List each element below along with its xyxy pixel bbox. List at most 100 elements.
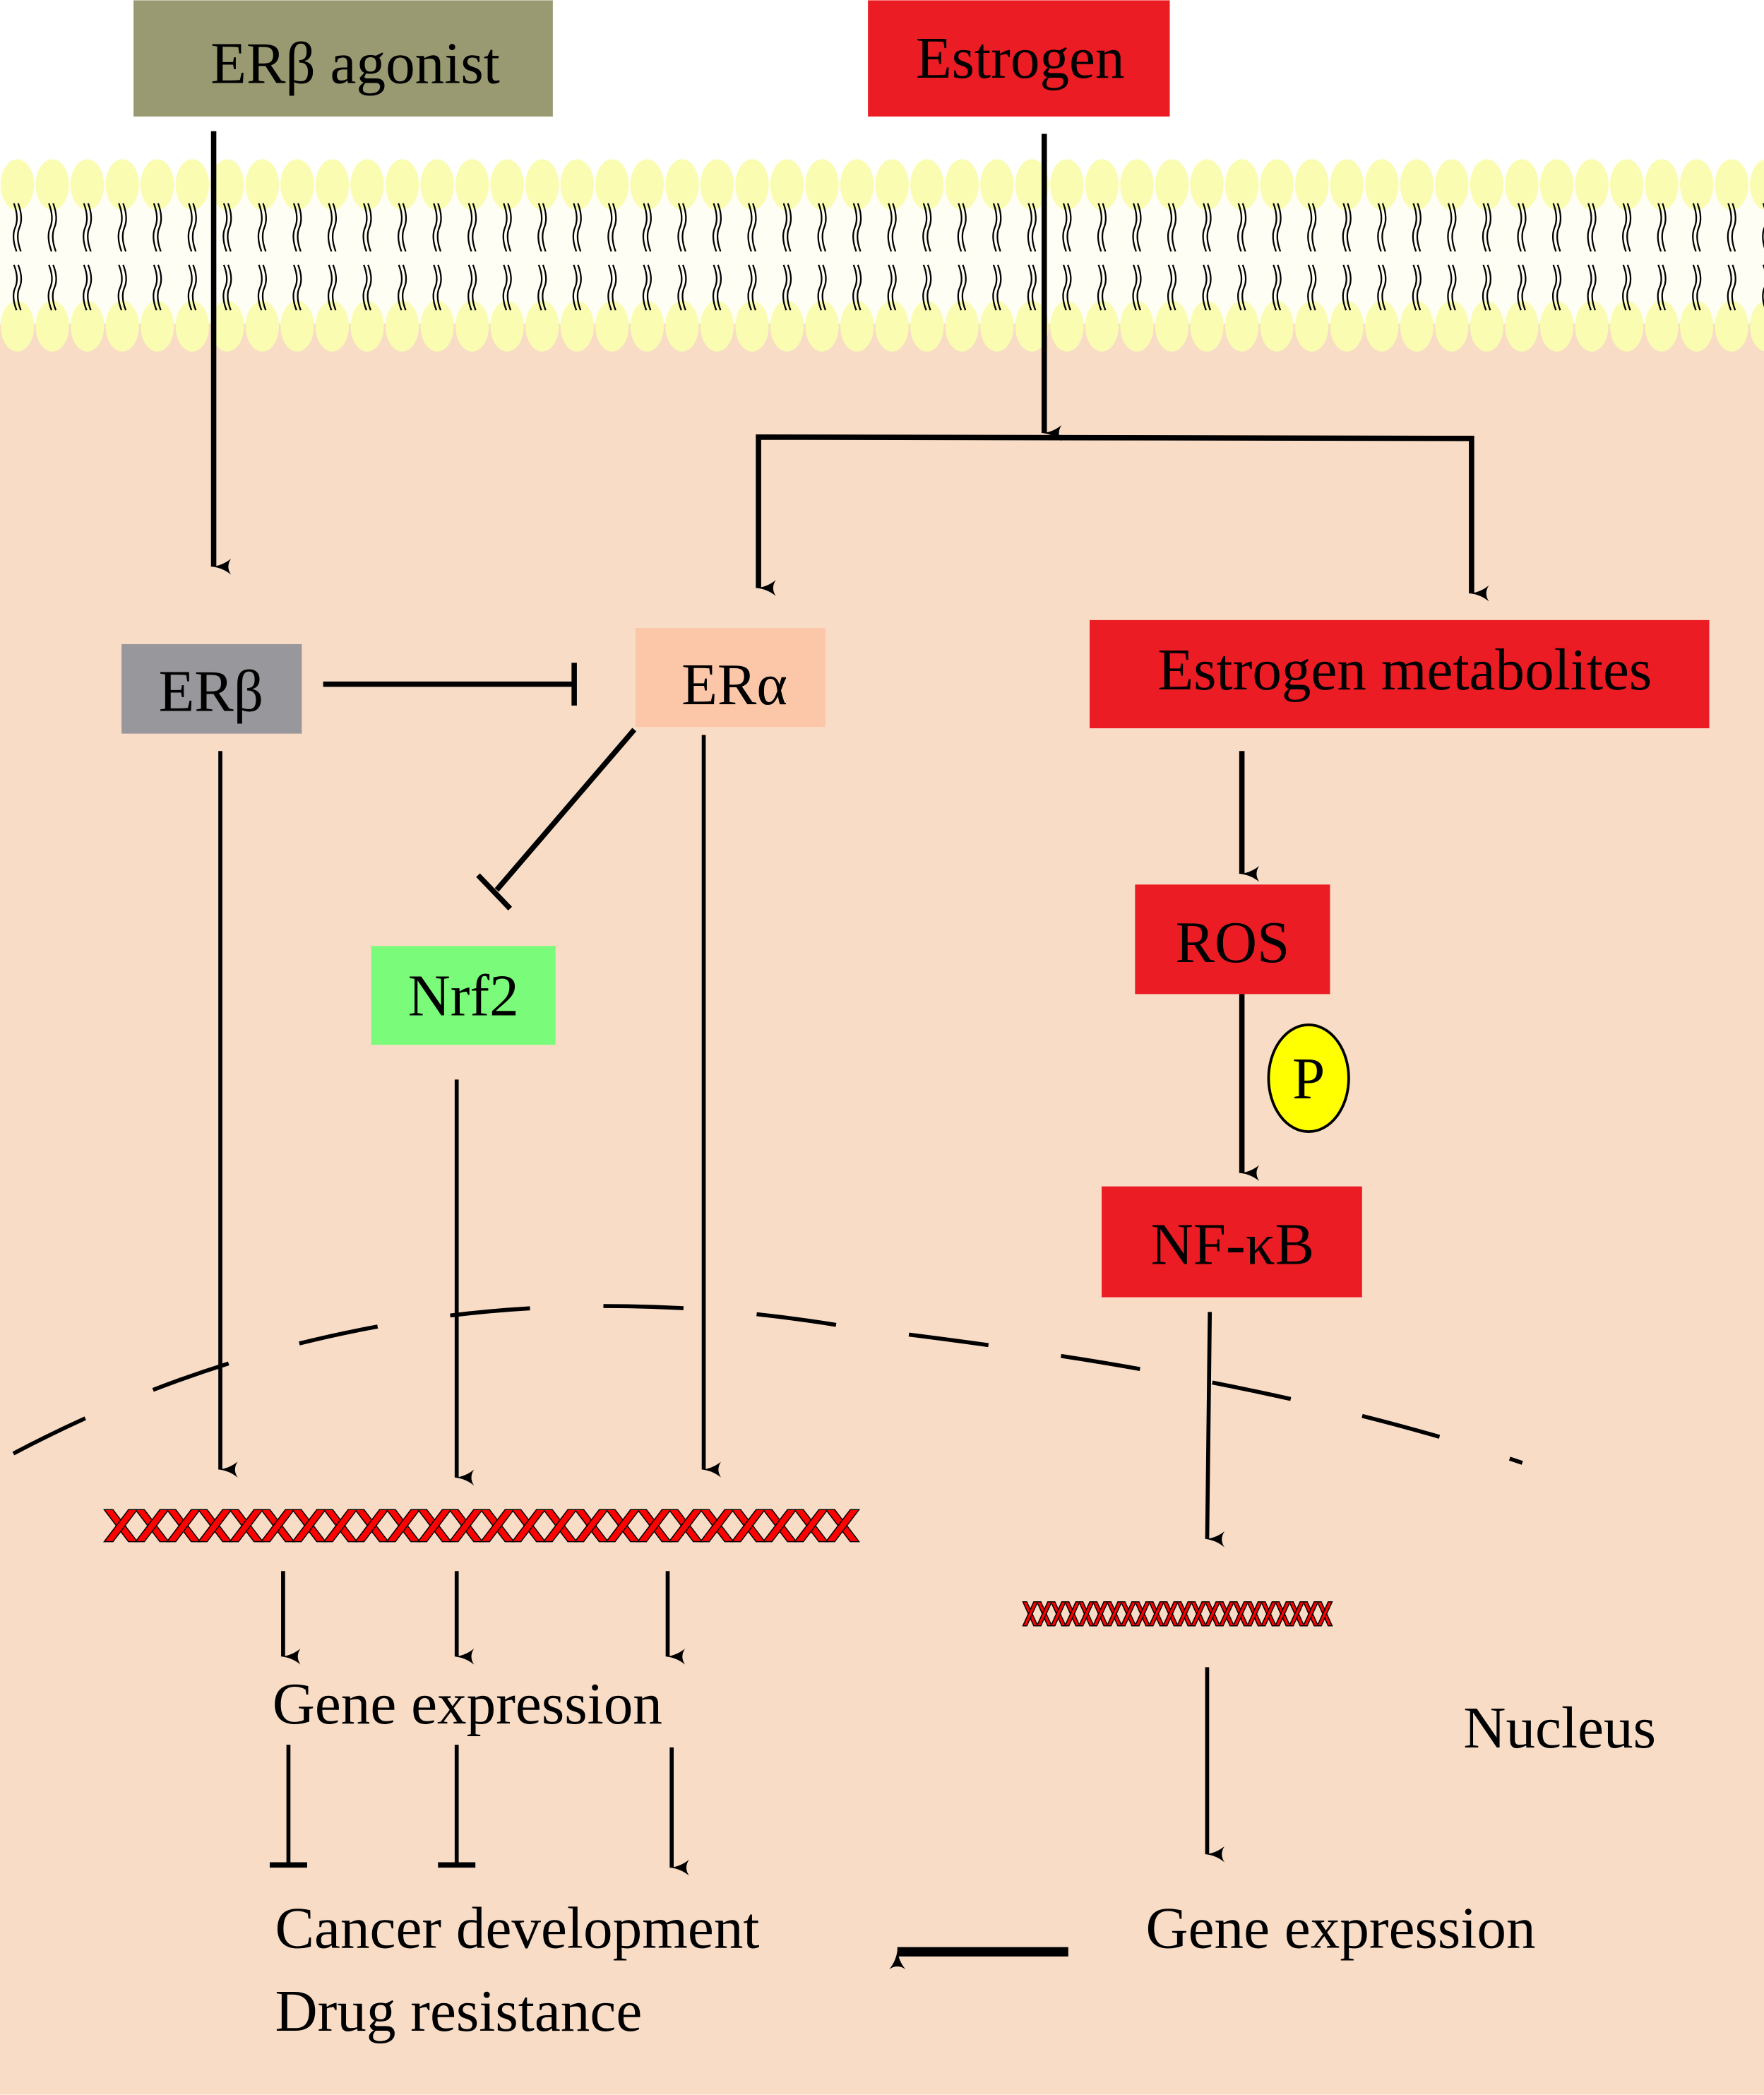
nfkb-label: NF-κB xyxy=(1151,1211,1314,1276)
phospholipid-tail xyxy=(1482,264,1487,311)
phospholipid-tail xyxy=(961,203,967,252)
arrow-estrogen-branch xyxy=(756,434,1489,602)
phospholipid-tail xyxy=(227,203,232,252)
phospholipid-tail xyxy=(402,264,407,311)
phospholipid-tail xyxy=(1311,203,1317,252)
phospholipid-tail xyxy=(121,203,127,252)
phospholipid-tail xyxy=(1486,264,1491,311)
phospholipid-tail xyxy=(1451,203,1457,252)
phospholipid-tail xyxy=(257,264,263,311)
phospholipid-tail xyxy=(1521,203,1527,252)
phospholipid-tail xyxy=(607,203,613,252)
phospholipid-tail xyxy=(1377,203,1383,252)
ros-node[interactable]: ROS xyxy=(1135,884,1330,995)
phosphate-circle-icon: P xyxy=(1267,1023,1350,1134)
nrf2-node[interactable]: Nrf2 xyxy=(371,946,556,1045)
phospholipid-tail xyxy=(472,264,477,311)
inhibition-bar-nrf2 xyxy=(476,873,513,910)
phospholipid-head xyxy=(1645,300,1679,352)
phospholipid-tail xyxy=(642,203,648,252)
ros-label: ROS xyxy=(1175,910,1289,975)
phospholipid-head xyxy=(1295,159,1329,210)
phospholipid-head xyxy=(770,159,804,210)
estrogen-metabolites-node[interactable]: Estrogen metabolites xyxy=(1090,619,1710,729)
phospholipid-tail xyxy=(52,264,57,311)
phospholipid-tail xyxy=(1272,264,1277,311)
phospholipid-tail xyxy=(157,264,162,311)
phospholipid-tail xyxy=(646,264,652,311)
erb-node[interactable]: ERβ xyxy=(121,643,302,734)
phospholipid-head xyxy=(315,159,350,210)
dna-helix-icon xyxy=(1022,1601,1333,1627)
phospholipid-tail xyxy=(1661,203,1667,252)
nfkb-node[interactable]: NF-κB xyxy=(1102,1186,1362,1298)
phospholipid-tail xyxy=(646,203,652,252)
phospholipid-head xyxy=(1400,300,1434,352)
phospholipid-tail xyxy=(1626,203,1632,252)
phospholipid-tail xyxy=(1381,264,1387,311)
phospholipid-tail xyxy=(362,264,368,311)
phospholipid-tail xyxy=(1172,203,1177,252)
phospholipid-tail xyxy=(1591,264,1597,311)
phospholipid-head xyxy=(350,159,384,210)
phospholipid-head xyxy=(1609,300,1644,352)
phospholipid-head xyxy=(630,300,665,352)
phospholipid-head xyxy=(525,300,559,352)
phospholipid-head xyxy=(560,159,594,210)
phospholipid-tail xyxy=(1517,203,1522,252)
phospholipid-tail xyxy=(1101,264,1107,311)
phospholipid-tail xyxy=(432,264,438,311)
phospholipid-tail xyxy=(1167,203,1173,252)
phospholipid-tail xyxy=(13,264,18,311)
phospholipid-tail xyxy=(782,264,788,311)
phospholipid-head xyxy=(245,159,280,210)
estrogen-node[interactable]: Estrogen xyxy=(868,0,1170,117)
phospholipid-head xyxy=(1085,159,1119,210)
phospholipid-head xyxy=(1680,300,1714,352)
dna-helix-icon xyxy=(102,1509,861,1543)
phospholipid-tail xyxy=(1237,203,1243,252)
phospholipid-head xyxy=(630,159,665,210)
phospholipid-tail xyxy=(1727,203,1732,252)
phospholipid-head xyxy=(1015,159,1049,210)
phospholipid-head xyxy=(141,300,174,352)
phospholipid-head xyxy=(1120,300,1154,352)
phospholipid-tail xyxy=(926,203,932,252)
phospholipid-tail xyxy=(1661,264,1667,311)
erb-label: ERβ xyxy=(158,658,263,723)
phospholipid-tail xyxy=(47,203,53,252)
phospholipid-tail xyxy=(1657,264,1662,311)
phospholipid-head xyxy=(1365,300,1399,352)
phospholipid-tail xyxy=(436,264,442,311)
phospholipid-tail xyxy=(572,264,578,311)
phospholipid-tail xyxy=(1311,264,1317,311)
phospholipid-head xyxy=(71,300,105,352)
phospholipid-head xyxy=(141,159,174,210)
phospholipid-tail xyxy=(17,264,23,311)
phospholipid-head xyxy=(1539,300,1574,352)
phospholipid-tail xyxy=(222,264,228,311)
phospholipid-head xyxy=(1085,300,1119,352)
phospholipid-tail xyxy=(891,203,897,252)
phospholipid-tail xyxy=(506,203,512,252)
phospholipid-tail xyxy=(13,203,18,252)
phospholipid-head xyxy=(910,300,944,352)
phospholipid-tail xyxy=(716,264,722,311)
phospholipid-head xyxy=(1330,300,1364,352)
phospholipid-tail xyxy=(642,264,648,311)
phospholipid-head xyxy=(1715,159,1748,210)
lipid-bilayer-icon xyxy=(0,159,1764,352)
phospholipid-head xyxy=(420,159,454,210)
phospholipid-head xyxy=(280,300,314,352)
phospholipid-tail xyxy=(1587,264,1592,311)
erb-agonist-node[interactable]: ERβ agonist xyxy=(133,0,553,117)
phospholipid-tail xyxy=(677,203,683,252)
inhibition-era-to-nrf2 xyxy=(494,728,637,892)
phospholipid-head xyxy=(840,159,874,210)
era-node[interactable]: ERα xyxy=(636,628,826,728)
phospholipid-tail xyxy=(1622,264,1628,311)
phospholipid-head xyxy=(805,300,839,352)
phospholipid-tail xyxy=(747,203,753,252)
phospholipid-head xyxy=(1330,159,1364,210)
phospholipid-tail xyxy=(612,264,617,311)
